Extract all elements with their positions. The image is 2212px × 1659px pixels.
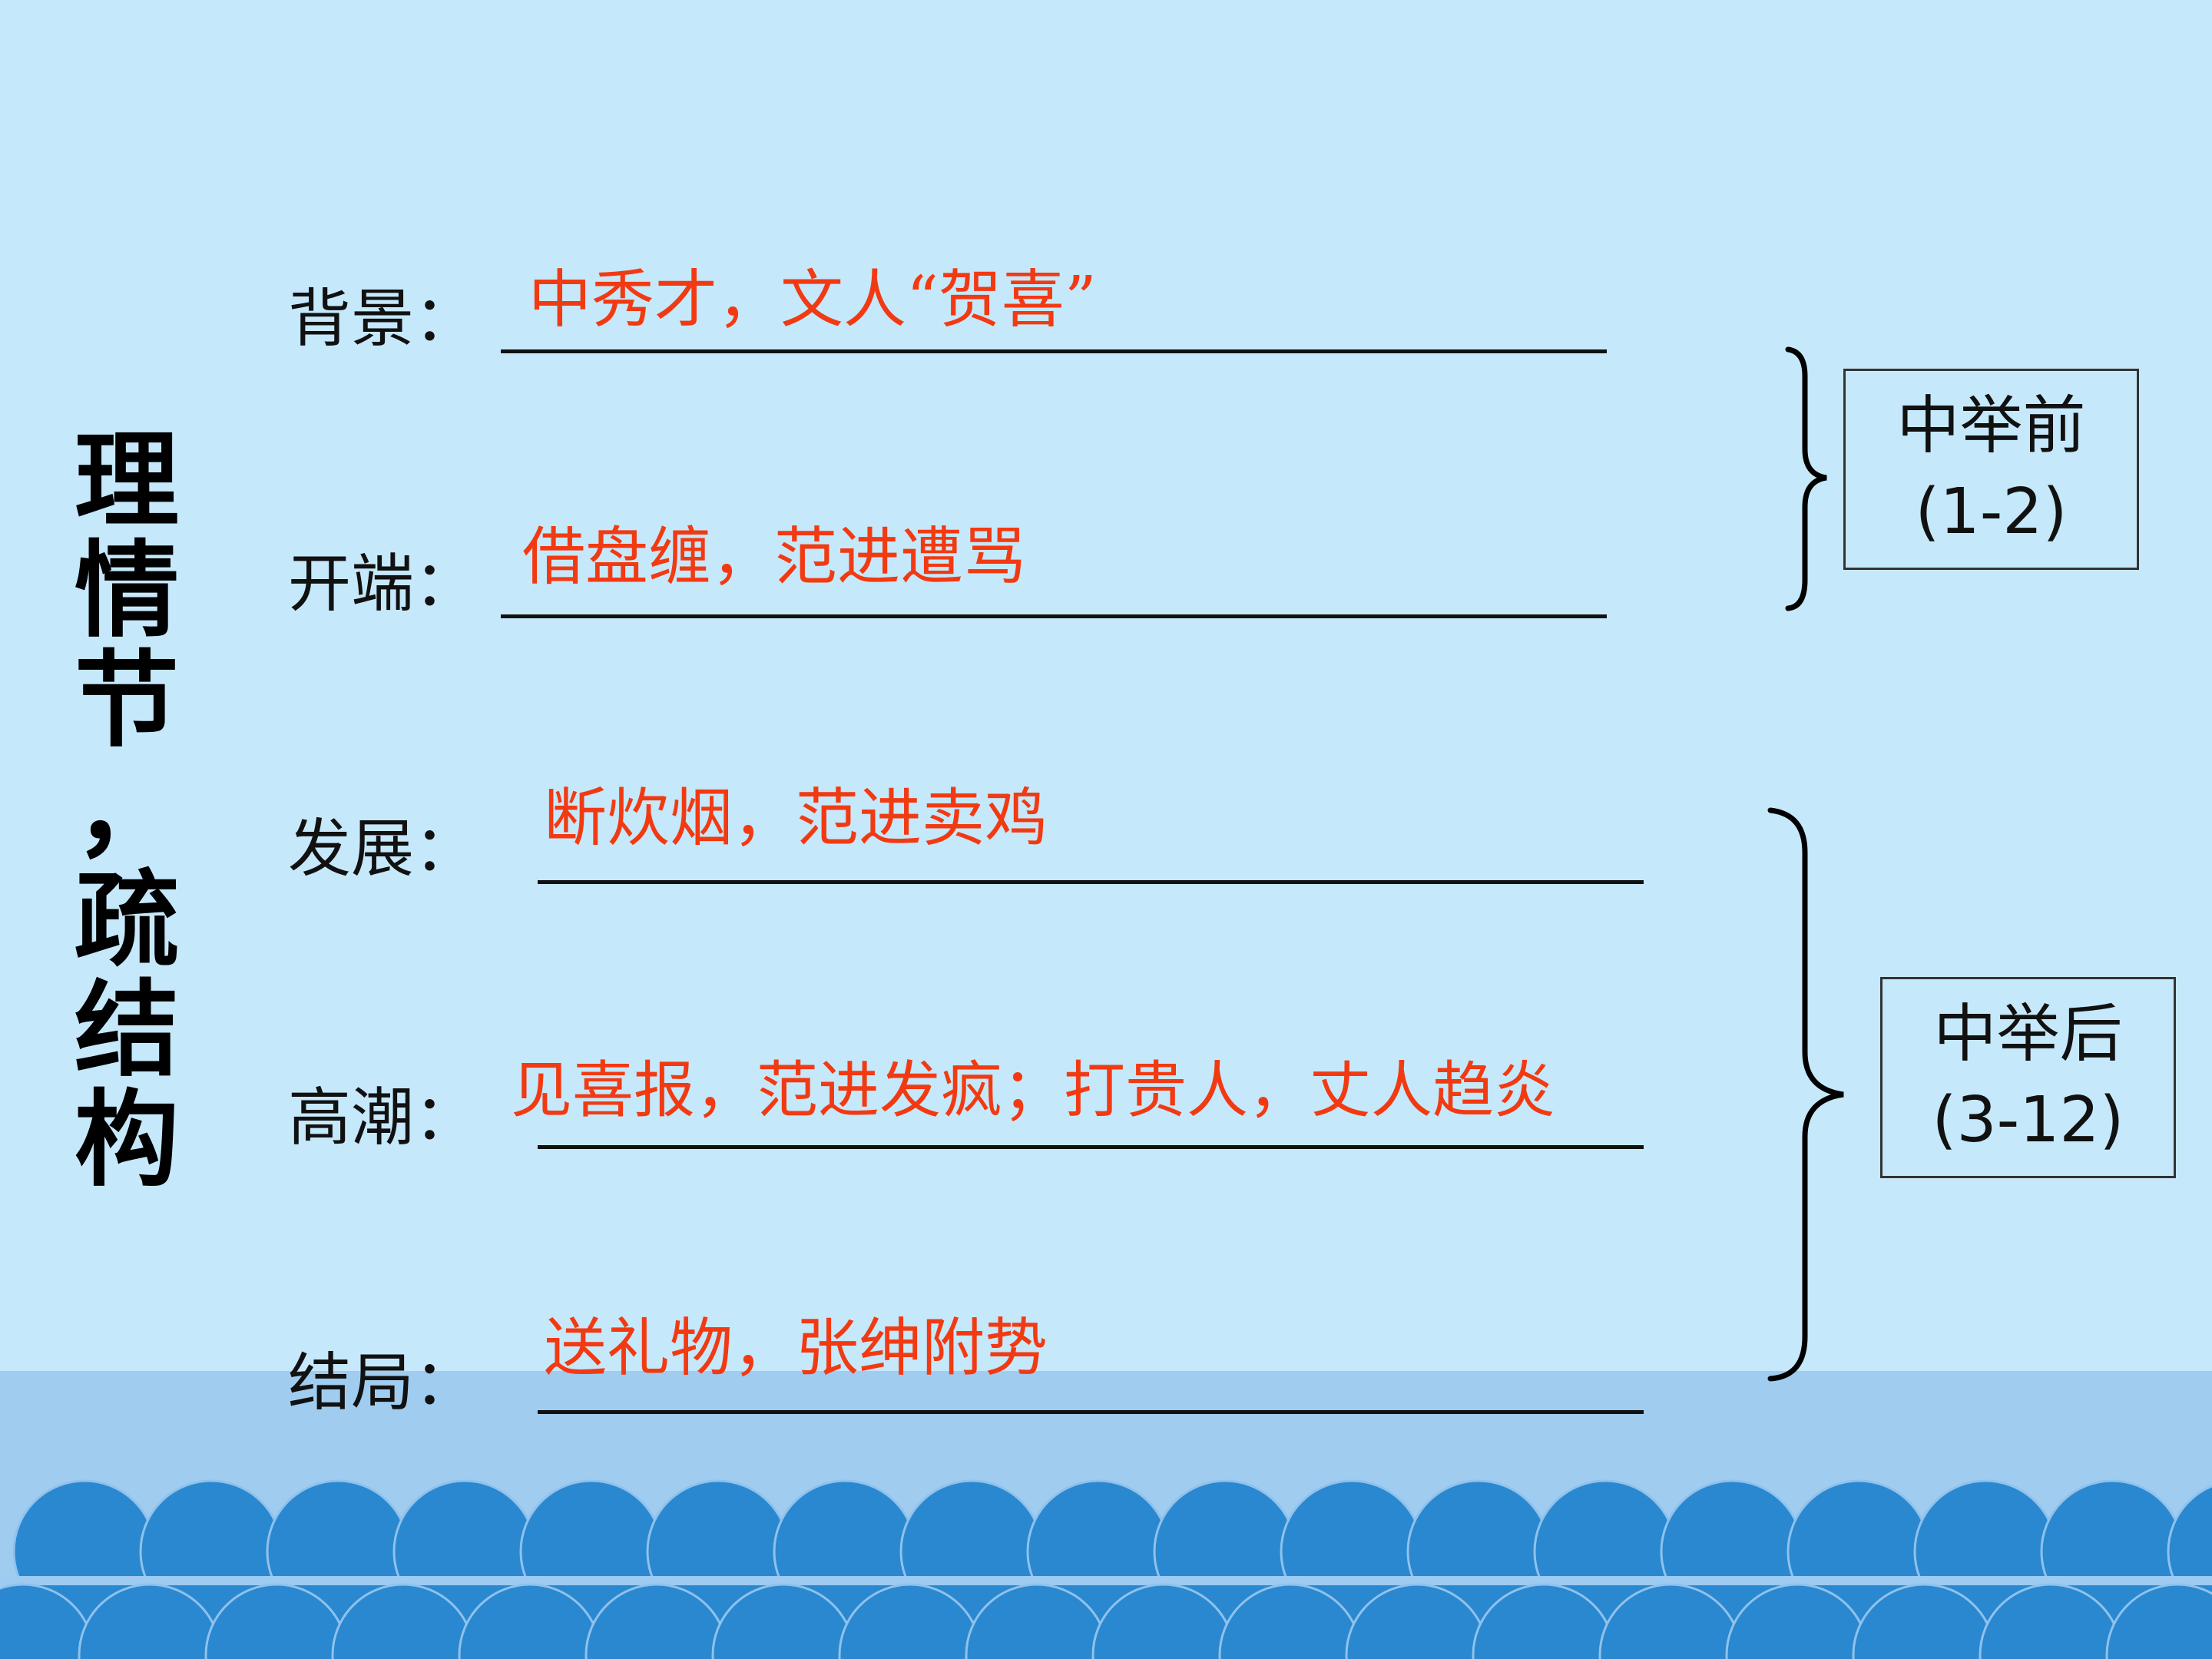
title-char: 构 bbox=[75, 1078, 179, 1201]
wave-separator bbox=[0, 1576, 2212, 1585]
answer-underline bbox=[501, 349, 1607, 353]
row-answer-climax: 见喜报，范进发疯；打贵人，丈人趋炎 bbox=[511, 1055, 1555, 1126]
row-answer-ending: 送礼物，张绅附势 bbox=[544, 1312, 1048, 1385]
title-char: 结 bbox=[75, 969, 179, 1091]
row-answer-background: 中秀才，文人“贺喜” bbox=[528, 263, 1097, 336]
answer-underline bbox=[538, 1410, 1644, 1414]
row-label-ending: 结局： bbox=[288, 1346, 478, 1419]
title-char: 节 bbox=[75, 639, 179, 762]
vertical-title: 理 情 节 ， 疏 结 构 bbox=[69, 426, 184, 1195]
wave-scallop bbox=[2105, 1583, 2212, 1659]
title-char: 疏 bbox=[75, 859, 179, 982]
group-label: 中举后 bbox=[1933, 998, 2123, 1071]
title-char: 情 bbox=[75, 529, 179, 652]
group-box-after-exam: 中举后 (3-12) bbox=[1880, 977, 2176, 1178]
title-char: ， bbox=[75, 749, 179, 872]
group-label: 中举前 bbox=[1896, 389, 2086, 462]
wave-decoration bbox=[0, 1479, 2212, 1659]
row-answer-opening: 借盘缠，范进遭骂 bbox=[522, 521, 1027, 594]
answer-underline bbox=[538, 1145, 1644, 1149]
group-range: (1-2) bbox=[1915, 475, 2068, 548]
row-label-development: 发展： bbox=[288, 813, 478, 886]
row-label-background: 背景： bbox=[288, 283, 478, 356]
row-answer-development: 断炊烟，范进卖鸡 bbox=[544, 782, 1048, 855]
row-label-climax: 高潮： bbox=[288, 1081, 478, 1154]
answer-underline bbox=[501, 614, 1607, 618]
row-label-opening: 开端： bbox=[288, 548, 478, 621]
title-char: 理 bbox=[75, 419, 179, 542]
group-range: (3-12) bbox=[1932, 1084, 2124, 1157]
answer-underline bbox=[538, 880, 1644, 884]
group-box-before-exam: 中举前 (1-2) bbox=[1843, 369, 2139, 570]
